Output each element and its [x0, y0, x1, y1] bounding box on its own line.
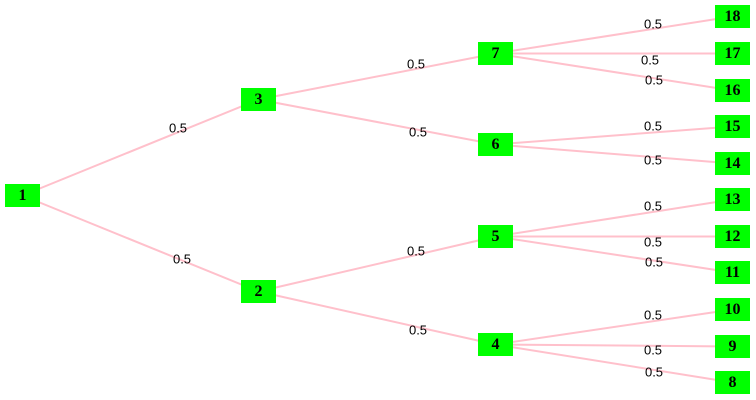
- node-17: 17: [715, 42, 750, 65]
- edge-2-4: [258, 290, 496, 346]
- node-15: 15: [715, 115, 750, 138]
- edge-weight-label-2-4: 0.5: [408, 322, 428, 338]
- edge-7-16: [495, 52, 733, 92]
- node-5: 5: [478, 225, 513, 248]
- node-6: 6: [478, 133, 513, 156]
- node-13: 13: [715, 188, 750, 211]
- node-4: 4: [478, 333, 513, 356]
- edge-weight-label-4-10: 0.5: [643, 307, 663, 323]
- edge-7-18: [495, 15, 733, 55]
- edge-5-13: [495, 198, 733, 238]
- edge-2-5: [258, 235, 496, 293]
- edge-weight-label-5-12: 0.5: [643, 234, 663, 250]
- edge-weight-label-7-16: 0.5: [644, 72, 664, 88]
- edge-weight-label-4-9: 0.5: [643, 342, 663, 358]
- edge-weight-label-3-6: 0.5: [408, 124, 428, 140]
- node-7: 7: [478, 42, 513, 65]
- edge-4-9: [495, 343, 733, 348]
- edge-1-3: [22, 98, 259, 197]
- edge-weight-label-6-14: 0.5: [643, 152, 663, 168]
- edge-weight-label-4-8: 0.5: [644, 364, 664, 380]
- edge-weight-label-7-17: 0.5: [640, 52, 660, 68]
- edge-weight-label-7-18: 0.5: [643, 16, 663, 32]
- edge-6-15: [495, 125, 733, 146]
- edge-4-10: [495, 308, 733, 346]
- edge-weight-label-5-13: 0.5: [643, 198, 663, 214]
- edge-6-14: [495, 143, 733, 165]
- edge-4-8: [495, 343, 733, 384]
- edge-weight-label-1-2: 0.5: [172, 251, 192, 267]
- edge-weight-label-1-3: 0.5: [168, 120, 188, 136]
- edge-5-11: [495, 235, 733, 274]
- node-10: 10: [715, 298, 750, 321]
- edge-weight-label-5-11: 0.5: [644, 254, 664, 270]
- edge-weight-label-6-15: 0.5: [643, 118, 663, 134]
- node-18: 18: [715, 5, 750, 28]
- node-12: 12: [715, 225, 750, 248]
- edge-weight-label-2-5: 0.5: [406, 243, 426, 259]
- node-9: 9: [715, 335, 750, 358]
- node-14: 14: [715, 152, 750, 175]
- node-11: 11: [715, 261, 750, 284]
- node-3: 3: [241, 88, 276, 111]
- node-8: 8: [715, 371, 750, 394]
- edge-3-7: [258, 52, 496, 101]
- edge-weight-label-3-7: 0.5: [406, 56, 426, 72]
- node-1: 1: [5, 184, 40, 207]
- edge-3-6: [258, 98, 496, 146]
- node-16: 16: [715, 79, 750, 102]
- edge-1-2: [22, 194, 259, 293]
- node-2: 2: [241, 280, 276, 303]
